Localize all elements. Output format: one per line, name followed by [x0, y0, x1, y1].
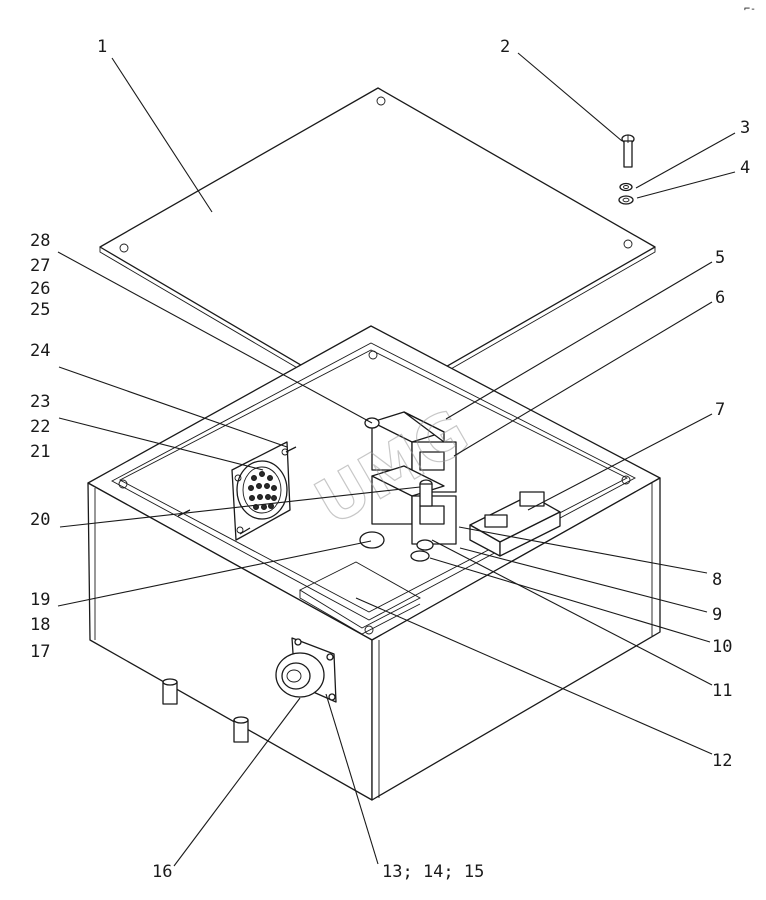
circular-connector-inner — [177, 441, 297, 541]
label-19: 19 — [30, 590, 50, 610]
label-5: 5 — [715, 248, 725, 268]
label-18: 18 — [30, 615, 50, 635]
label-13-14-15: 13; 14; 15 — [382, 862, 484, 882]
label-24: 24 — [30, 341, 50, 361]
label-10: 10 — [712, 637, 732, 657]
corner-mark: ⌐- — [744, 4, 756, 15]
floor-plate — [299, 561, 421, 635]
label-26: 26 — [30, 279, 50, 299]
label-1: 1 — [97, 37, 107, 57]
label-3: 3 — [740, 118, 750, 138]
label-16: 16 — [152, 862, 172, 882]
label-25: 25 — [30, 300, 50, 320]
label-11: 11 — [712, 681, 732, 701]
label-7: 7 — [715, 400, 725, 420]
label-28: 28 — [30, 231, 50, 251]
label-4: 4 — [740, 158, 750, 178]
part-labels: 1 2 3 4 5 6 7 8 9 10 11 12 13; 14; 15 16… — [30, 4, 756, 882]
label-21: 21 — [30, 442, 50, 462]
label-23: 23 — [30, 392, 50, 412]
label-6: 6 — [715, 288, 725, 308]
label-12: 12 — [712, 751, 732, 771]
label-20: 20 — [30, 510, 50, 530]
external-connector — [275, 637, 337, 703]
enclosure-box — [87, 325, 661, 801]
small-fittings — [359, 531, 434, 562]
terminal-blocks — [469, 491, 561, 557]
relay-modules — [364, 411, 457, 545]
leader-lines — [57, 52, 736, 867]
label-22: 22 — [30, 417, 50, 437]
label-2: 2 — [500, 37, 510, 57]
label-9: 9 — [712, 605, 722, 625]
label-27: 27 — [30, 256, 50, 276]
cover-plate — [99, 87, 656, 414]
label-8: 8 — [712, 570, 722, 590]
screw-and-washers — [618, 134, 635, 205]
label-17: 17 — [30, 642, 50, 662]
